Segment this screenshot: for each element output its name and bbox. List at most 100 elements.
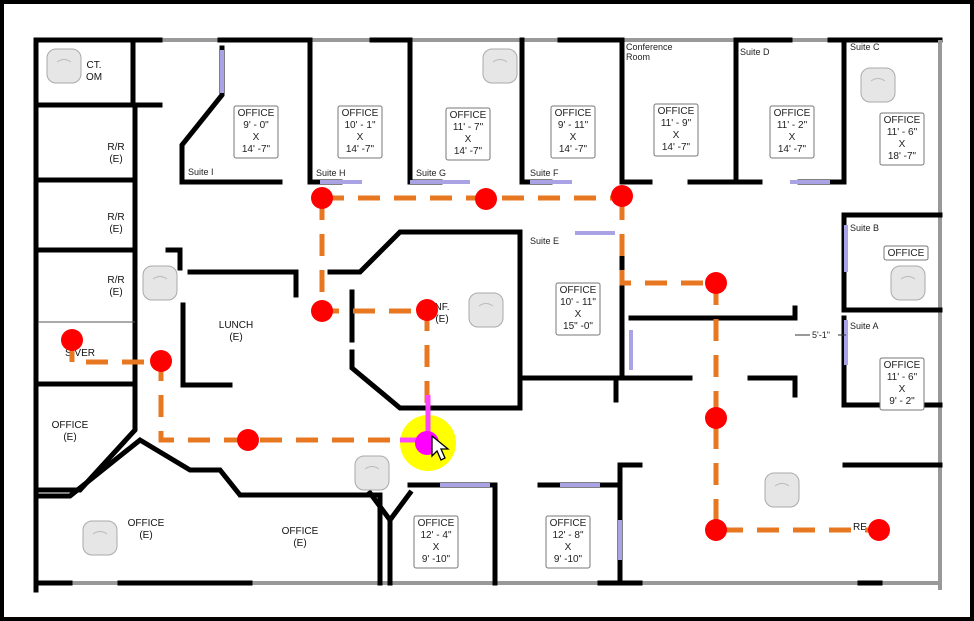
office-dimension: 12' - 4" bbox=[420, 530, 451, 541]
office-dimension: 9' - 0" bbox=[243, 120, 269, 131]
office-dimension: 10' - 11" bbox=[560, 297, 596, 308]
office-label-title: OFFICE bbox=[450, 110, 487, 121]
room-label: OFFICE bbox=[128, 518, 165, 529]
wireless-access-point-icon[interactable] bbox=[142, 265, 178, 301]
room-label-sub: (E) bbox=[229, 332, 242, 343]
room-label-sub: (E) bbox=[139, 530, 152, 541]
office-dimension: 11' - 6" bbox=[887, 127, 918, 138]
office-label-title: OFFICE bbox=[555, 108, 592, 119]
suite-label: Suite G bbox=[416, 168, 446, 178]
wireless-access-point-icon[interactable] bbox=[46, 48, 82, 84]
office-dimension: X bbox=[565, 542, 572, 553]
office-dimension: 14' -7" bbox=[454, 146, 483, 157]
room-label: S VER bbox=[65, 348, 95, 359]
suite-label: Conference bbox=[626, 42, 673, 52]
office-dimension: X bbox=[575, 309, 582, 320]
office-label-title: OFFICE bbox=[658, 106, 695, 117]
office-label-title: OFFICE bbox=[418, 518, 455, 529]
room-label-sub: (E) bbox=[435, 314, 448, 325]
room-label: R/R bbox=[107, 142, 124, 153]
wireless-access-point-icon[interactable] bbox=[860, 67, 896, 103]
office-dimension: X bbox=[789, 132, 796, 143]
room-label: R/R bbox=[107, 275, 124, 286]
office-label-title: OFFICE bbox=[884, 360, 921, 371]
room-label: LUNCH bbox=[219, 320, 253, 331]
route-node[interactable] bbox=[611, 185, 633, 207]
office-label-title: OFFICE bbox=[342, 108, 379, 119]
office-label-title: OFFICE bbox=[888, 248, 925, 259]
wireless-access-point-icon[interactable] bbox=[482, 48, 518, 84]
office-dimension: 14' -7" bbox=[346, 144, 375, 155]
mouse-pointer-icon bbox=[431, 434, 450, 461]
office-dimension: 9' - 2" bbox=[889, 396, 915, 407]
route-segment bbox=[713, 283, 879, 533]
route-node[interactable] bbox=[705, 407, 727, 429]
room-label: OFFICE bbox=[52, 420, 89, 431]
room-label: CT. bbox=[87, 60, 102, 71]
office-label-title: OFFICE bbox=[550, 518, 587, 529]
office-dimension: 11' - 6" bbox=[887, 372, 918, 383]
route-node[interactable] bbox=[416, 299, 438, 321]
wireless-access-point-icon[interactable] bbox=[354, 455, 390, 491]
office-dimension: 11' - 7" bbox=[453, 122, 484, 133]
suite-label: Suite D bbox=[740, 47, 770, 57]
route-node[interactable] bbox=[705, 519, 727, 541]
room-label-sub: (E) bbox=[109, 154, 122, 165]
office-dimension: 9' - 11" bbox=[558, 120, 589, 131]
room-label: RE bbox=[853, 522, 867, 533]
office-dimension: 9' -10" bbox=[422, 554, 451, 565]
office-dimension: X bbox=[465, 134, 472, 145]
route-node[interactable] bbox=[61, 329, 83, 351]
suite-label: Suite F bbox=[530, 168, 559, 178]
office-dimension: 14' -7" bbox=[662, 142, 691, 153]
wireless-access-point-icon[interactable] bbox=[82, 520, 118, 556]
route-node[interactable] bbox=[150, 350, 172, 372]
route-node[interactable] bbox=[705, 272, 727, 294]
room-label-sub: (E) bbox=[109, 287, 122, 298]
office-dimension: 10' - 1" bbox=[344, 120, 375, 131]
office-dimension: X bbox=[253, 132, 260, 143]
route-node[interactable] bbox=[237, 429, 259, 451]
office-dimension: 12' - 8" bbox=[552, 530, 583, 541]
route-node[interactable] bbox=[311, 300, 333, 322]
route-node[interactable] bbox=[868, 519, 890, 541]
office-dimension: X bbox=[433, 542, 440, 553]
room-label-sub: (E) bbox=[293, 538, 306, 549]
office-dimension: X bbox=[673, 130, 680, 141]
suite-label: Suite B bbox=[850, 223, 879, 233]
office-label-title: OFFICE bbox=[238, 108, 275, 119]
room-label: OFFICE bbox=[282, 526, 319, 537]
room-label-sub: (E) bbox=[109, 224, 122, 235]
office-dimension: 11' - 9" bbox=[661, 118, 692, 129]
office-label-title: OFFICE bbox=[774, 108, 811, 119]
room-label-sub: (E) bbox=[63, 432, 76, 443]
route-segment bbox=[619, 198, 716, 286]
suite-label: Suite H bbox=[316, 168, 346, 178]
office-label-title: OFFICE bbox=[884, 115, 921, 126]
wireless-access-point-icon[interactable] bbox=[468, 292, 504, 328]
route-node[interactable] bbox=[475, 188, 497, 210]
walls bbox=[33, 37, 943, 593]
office-dimension: X bbox=[570, 132, 577, 143]
office-label: OFFICE bbox=[883, 245, 929, 261]
office-dimension: X bbox=[357, 132, 364, 143]
office-dimension: 18' -7" bbox=[888, 151, 917, 162]
wireless-access-point-icon[interactable] bbox=[764, 472, 800, 508]
route-nodes bbox=[61, 185, 890, 541]
office-label-title: OFFICE bbox=[560, 285, 597, 296]
dimension-note: 5'-1" bbox=[812, 330, 830, 340]
suite-label: Suite C bbox=[850, 42, 880, 52]
route-node[interactable] bbox=[311, 187, 333, 209]
office-dimension: 9' -10" bbox=[554, 554, 583, 565]
wireless-access-point-icon[interactable] bbox=[890, 265, 926, 301]
office-dimension: 15" -0" bbox=[563, 321, 593, 332]
